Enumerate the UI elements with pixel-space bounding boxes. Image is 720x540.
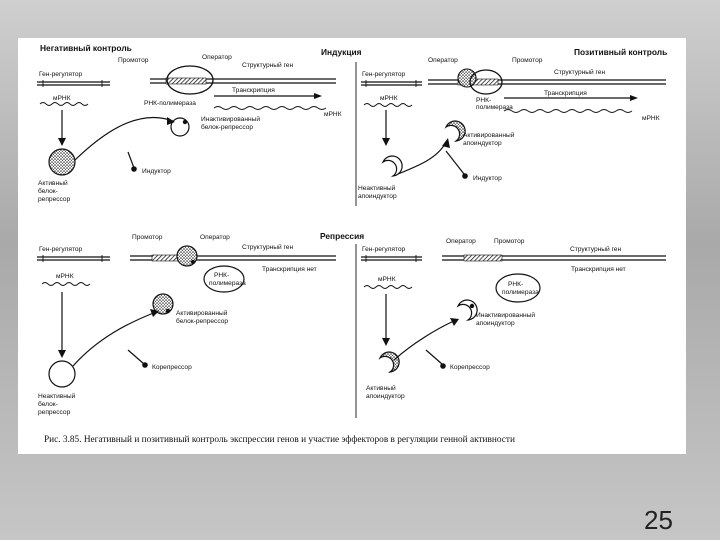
label-rna-polymerase-1: РНК-полимераза xyxy=(144,100,196,107)
header-induction: Индукция xyxy=(321,47,362,57)
label-active-repressor-l2: белок- xyxy=(38,187,58,195)
mrna-wave-2b xyxy=(504,110,632,113)
page-number: 25 xyxy=(644,505,673,536)
gene-regulation-figure: Негативный контроль Позитивный контроль … xyxy=(18,38,686,454)
label-rna-pol-4-l1: РНК- xyxy=(508,281,523,288)
label-mrna-2a: мРНК xyxy=(380,95,398,102)
label-mrna-1b: мРНК xyxy=(324,111,342,118)
label-operator-3: Оператор xyxy=(200,234,230,241)
inducer-line-2 xyxy=(446,151,464,174)
label-activated-apoinductor-l2: апоиндуктор xyxy=(463,140,502,147)
rna-polymerase-ellipse-4 xyxy=(496,274,540,302)
label-operator-1: Оператор xyxy=(202,54,232,61)
panel-negative-repression: Ген-регулятор мРНК Неактивный белок- реп… xyxy=(37,234,336,416)
panel-negative-induction: Ген-регулятор мРНК Активный белок- репре… xyxy=(37,54,342,203)
promoter-operator-region-1 xyxy=(166,78,206,84)
active-apoinductor-shape-4 xyxy=(380,352,399,372)
header-positive-control: Позитивный контроль xyxy=(574,47,667,57)
label-structural-gene-4: Структурный ген xyxy=(570,245,621,253)
label-transcription-1: Транскрипция xyxy=(232,87,275,94)
label-no-transcription-4: Транскрипция нет xyxy=(571,266,626,273)
inactivated-apoinductor-shape-4 xyxy=(458,300,477,320)
label-inactivated-repressor-l2: белок-репрессор xyxy=(201,123,253,131)
label-promoter-2: Промотор xyxy=(512,57,543,64)
label-inactivated-repressor-l1: Инактивированный xyxy=(201,115,260,123)
mrna-wave-1a xyxy=(40,103,88,106)
curve-apoinductor-to-inactivated-4 xyxy=(394,320,456,360)
label-activated-repressor-l2: белок-репрессор xyxy=(176,317,228,325)
mrna-wave-2a xyxy=(364,104,412,107)
label-structural-gene-1: Структурный ген xyxy=(242,61,293,69)
label-inactive-repressor-l3: репрессор xyxy=(38,409,71,416)
label-regulator-gene-2: Ген-регулятор xyxy=(362,71,406,78)
inducer-dot-2 xyxy=(462,173,468,179)
label-transcription-2: Транскрипция xyxy=(544,90,587,97)
inducer-dot-bound-1 xyxy=(183,120,187,124)
label-inactive-repressor-l1: Неактивный xyxy=(38,392,76,400)
label-structural-gene-3: Структурный ген xyxy=(242,243,293,251)
label-promoter-3: Промотор xyxy=(132,234,163,241)
operator-promoter-region-4 xyxy=(464,255,502,261)
inactive-repressor-circle-3 xyxy=(49,361,75,387)
header-repression: Репрессия xyxy=(320,231,364,241)
panel-positive-induction: Ген-регулятор мРНК Неактивный апоиндукто… xyxy=(358,57,666,200)
label-mrna-4: мРНК xyxy=(378,276,396,283)
figure-caption: Рис. 3.85. Негативный и позитивный контр… xyxy=(44,434,515,445)
label-regulator-gene-4: Ген-регулятор xyxy=(362,246,406,253)
label-operator-4: Оператор xyxy=(446,238,476,245)
curve-apoinductor-to-activated-2 xyxy=(398,142,446,174)
label-active-apoinductor-l2: апоиндуктор xyxy=(366,393,405,400)
label-rna-pol-2-l1: РНК- xyxy=(476,97,491,104)
label-active-repressor-l1: Активный xyxy=(38,179,68,187)
label-inducer-2: Индуктор xyxy=(473,175,502,182)
rna-polymerase-ellipse-3 xyxy=(204,266,244,292)
label-inactivated-apoinductor-l1: Инактивированный xyxy=(476,311,535,319)
label-no-transcription-3: Транскрипция нет xyxy=(262,266,317,273)
label-active-apoinductor-l1: Активный xyxy=(366,384,396,392)
corepressor-dot-3 xyxy=(142,362,148,368)
corepressor-dot-bound-3 xyxy=(191,260,195,264)
bound-activator-2 xyxy=(458,69,476,87)
label-operator-2: Оператор xyxy=(428,57,458,64)
label-rna-pol-4-l2: полимераза xyxy=(502,289,539,296)
corepressor-dot-4 xyxy=(440,363,446,369)
label-inactive-apoinductor-l2: апоиндуктор xyxy=(358,193,397,200)
label-mrna-3: мРНК xyxy=(56,273,74,280)
label-inactivated-apoinductor-l2: апоиндуктор xyxy=(476,320,515,327)
label-inactive-repressor-l2: белок- xyxy=(38,400,58,408)
curve-repressor-to-activated-3 xyxy=(73,312,156,366)
mrna-wave-3 xyxy=(42,283,90,286)
diagram-canvas: Негативный контроль Позитивный контроль … xyxy=(18,38,686,454)
label-activated-apoinductor-l1: Активированный xyxy=(463,131,515,139)
mrna-wave-4 xyxy=(364,286,412,289)
active-repressor-circle-1 xyxy=(49,149,75,175)
label-mrna-2b: мРНК xyxy=(642,115,660,122)
label-regulator-gene-3: Ген-регулятор xyxy=(39,246,83,253)
label-rna-pol-3-l2: полимераза xyxy=(209,280,246,287)
label-active-repressor-l3: репрессор xyxy=(38,196,71,203)
label-regulator-gene-1: Ген-регулятор xyxy=(39,71,83,78)
corepressor-line-3 xyxy=(128,350,144,364)
curve-repressor-to-inactivated-1 xyxy=(75,117,173,160)
label-rna-pol-3-l1: РНК- xyxy=(214,272,229,279)
label-mrna-1a: мРНК xyxy=(53,95,71,102)
inducer-line-1 xyxy=(128,152,134,168)
inducer-dot-1 xyxy=(131,166,137,172)
label-promoter-1: Промотор xyxy=(118,57,149,64)
corepressor-line-4 xyxy=(426,350,442,364)
label-corepressor-4: Корепрессор xyxy=(450,364,490,371)
label-activated-repressor-l1: Активированный xyxy=(176,309,228,317)
label-corepressor-3: Корепрессор xyxy=(152,364,192,371)
panel-positive-repression: Ген-регулятор мРНК Активный апоиндуктор … xyxy=(361,238,666,400)
mrna-wave-1b xyxy=(214,107,326,110)
label-inactive-apoinductor-l1: Неактивный xyxy=(358,184,396,192)
label-inducer-1: Индуктор xyxy=(142,168,171,175)
label-structural-gene-2: Структурный ген xyxy=(554,68,605,76)
label-promoter-4: Промотор xyxy=(494,238,525,245)
header-negative-control: Негативный контроль xyxy=(40,43,132,53)
